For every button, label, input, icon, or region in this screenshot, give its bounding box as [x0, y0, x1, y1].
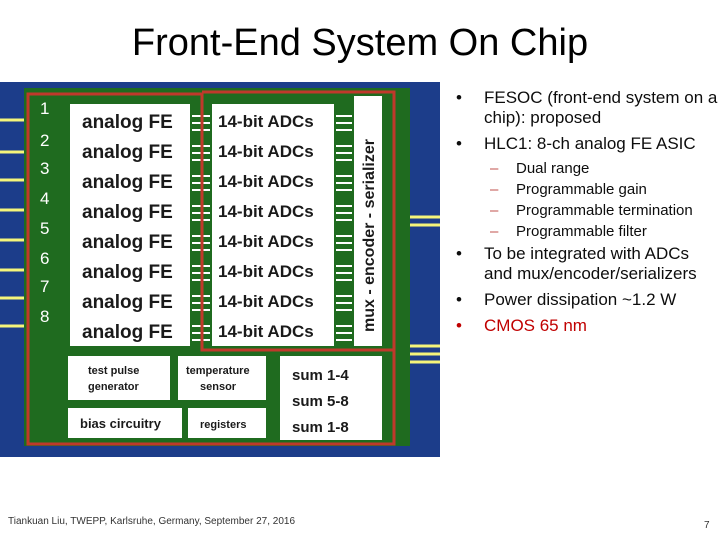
test-pulse-line1: test pulse — [88, 365, 139, 377]
fesoc-block-diagram: 1 2 3 4 5 6 7 8 analog FE analog FE anal… — [0, 82, 440, 457]
adc-2: 14-bit ADCs — [218, 142, 314, 161]
footer-credit: Tiankuan Liu, TWEPP, Karlsruhe, Germany,… — [8, 516, 296, 527]
analog-fe-7: analog FE — [82, 292, 173, 313]
channel-3: 3 — [40, 159, 49, 178]
bullet-hlc1: •HLC1: 8-ch analog FE ASIC — [456, 134, 696, 153]
adc-8: 14-bit ADCs — [218, 322, 314, 341]
adc-frame — [202, 90, 396, 350]
bias-label: bias circuitry — [80, 416, 162, 431]
analog-fe-6: analog FE — [82, 262, 173, 283]
channel-5: 5 — [40, 219, 49, 238]
registers-label: registers — [200, 419, 246, 431]
bias-circuitry: bias circuitry — [68, 408, 182, 438]
sub-bullet-dual-range: –Dual range — [490, 160, 590, 177]
analog-fe-column: analog FE analog FE analog FE analog FE … — [70, 104, 190, 346]
sum-1-8: sum 1-8 — [292, 419, 349, 436]
sub-bullet-programmable-gain: –Programmable gain — [490, 181, 647, 198]
channel-4: 4 — [40, 189, 49, 208]
channel-1: 1 — [40, 99, 49, 118]
analog-fe-5: analog FE — [82, 232, 173, 253]
channel-8: 8 — [40, 307, 49, 326]
slide-title: Front-End System On Chip — [131, 22, 589, 64]
channel-numbers: 1 2 3 4 5 6 7 8 — [40, 99, 49, 326]
test-pulse-line2: generator — [88, 381, 139, 393]
adc-4: 14-bit ADCs — [218, 202, 314, 221]
mux-encoder-serializer: mux - encoder - serializer — [354, 96, 382, 346]
bullet-cmos: •CMOS 65 nm — [456, 316, 587, 335]
adc-6: 14-bit ADCs — [218, 262, 314, 281]
adc-1: 14-bit ADCs — [218, 112, 314, 131]
bullet-fesoc: •FESOC (front-end system on a chip): pro… — [456, 88, 718, 127]
sub-bullet-programmable-filter: –Programmable filter — [490, 223, 647, 240]
bullet-integration: •To be integrated with ADCs and mux/enco… — [456, 244, 697, 283]
adc-column: 14-bit ADCs 14-bit ADCs 14-bit ADCs 14-b… — [212, 104, 334, 346]
analog-fe-4: analog FE — [82, 202, 173, 223]
page-number: 7 — [704, 520, 710, 531]
temperature-line2: sensor — [200, 381, 237, 393]
channel-2: 2 — [40, 131, 49, 150]
bullet-list: •FESOC (front-end system on a chip): pro… — [452, 88, 720, 342]
registers: registers — [188, 408, 266, 438]
adc-5: 14-bit ADCs — [218, 232, 314, 251]
analog-fe-3: analog FE — [82, 172, 173, 193]
temperature-sensor: temperature sensor — [178, 356, 266, 400]
adc-7: 14-bit ADCs — [218, 292, 314, 311]
adc-3: 14-bit ADCs — [218, 172, 314, 191]
analog-fe-8: analog FE — [82, 322, 173, 343]
temperature-line1: temperature — [186, 365, 250, 377]
test-pulse-generator: test pulse generator — [68, 356, 170, 400]
sum-5-8: sum 5-8 — [292, 393, 349, 410]
channel-6: 6 — [40, 249, 49, 268]
sum-block: sum 1-4 sum 5-8 sum 1-8 — [280, 356, 382, 440]
analog-fe-1: analog FE — [82, 112, 173, 133]
adc-mux-connectors — [336, 115, 352, 341]
channel-7: 7 — [40, 277, 49, 296]
analog-fe-2: analog FE — [82, 142, 173, 163]
bullet-power: •Power dissipation ~1.2 W — [456, 290, 677, 309]
sum-1-4: sum 1-4 — [292, 367, 349, 384]
sub-bullet-programmable-termination: –Programmable termination — [490, 202, 693, 219]
mux-label: mux - encoder - serializer — [361, 139, 378, 332]
